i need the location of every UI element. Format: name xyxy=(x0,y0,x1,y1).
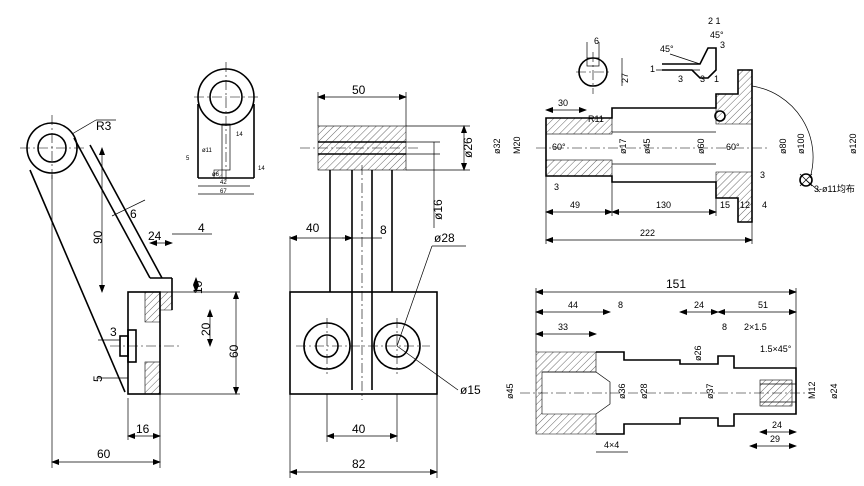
spindle-dim-24b: 24 xyxy=(772,420,782,430)
shaft-dim-45: ø45 xyxy=(642,138,652,154)
shaft-dim-15: 15 xyxy=(720,200,730,210)
keyway-dim-6: 6 xyxy=(594,36,599,46)
detail-dim-1a: 1 xyxy=(650,64,655,74)
bracket-dim-90: 90 xyxy=(91,230,105,244)
spindle-dim-29: 29 xyxy=(770,434,780,444)
spindle-dim-26: ø26 xyxy=(693,345,703,361)
fork-dim-28: ø28 xyxy=(434,231,455,245)
detail-dim-3c: 3 xyxy=(720,40,725,50)
spindle-dim-24: 24 xyxy=(694,300,704,310)
fork-dim-50: 50 xyxy=(352,83,366,97)
fork-dim-82: 82 xyxy=(352,457,366,471)
small-dim-6: ø6 xyxy=(212,172,220,178)
detail-angle-45a: 45° xyxy=(710,30,724,40)
spindle-dim-8b: 8 xyxy=(722,322,727,332)
spindle-dim-151: 151 xyxy=(666,277,686,291)
fork-dim-8: 8 xyxy=(380,223,387,237)
bracket-dim-24: 24 xyxy=(148,229,162,243)
fork-dim-16: ø16 xyxy=(431,199,445,220)
shaft-angle-60b: 60° xyxy=(726,142,740,152)
small-dim-5: 5 xyxy=(186,156,190,162)
shaft-dim-12: 12 xyxy=(740,200,750,210)
bracket-dim-16: 16 xyxy=(136,422,150,436)
shaft-r11: R11 xyxy=(588,114,604,124)
spindle-chamfer: 1.5×45° xyxy=(760,344,792,354)
keyway-section: 6 27 xyxy=(576,36,630,94)
shaft-dim-222: 222 xyxy=(640,228,655,238)
spindle-dim-8: 8 xyxy=(618,300,623,310)
spindle-dim-37: ø37 xyxy=(705,383,715,399)
detail-dim-3b: 3 xyxy=(700,74,705,84)
fork-dim-40: 40 xyxy=(306,221,320,235)
shaft-dim-120: ø120 xyxy=(848,133,858,154)
fork-dim-26: ø26 xyxy=(461,137,475,158)
bracket-dim-5: 5 xyxy=(91,375,105,382)
shaft-dim-30: 30 xyxy=(558,98,568,108)
small-dim-11: ø11 xyxy=(202,148,213,154)
bracket-label-r3: R3 xyxy=(96,119,112,133)
shaft-dim-3a: 3 xyxy=(554,182,559,192)
spindle-groove-4x4: 4×4 xyxy=(604,440,619,450)
small-dim-14b: 14 xyxy=(258,166,265,172)
shaft-dim-100: ø100 xyxy=(796,133,806,154)
fork-view: 50 ø26 ø16 8 40 ø28 ø15 40 82 xyxy=(289,83,481,478)
bracket-dim-6: 6 xyxy=(130,207,137,221)
shaft-angle-60a: 60° xyxy=(552,142,566,152)
shaft-dim-17: ø17 xyxy=(618,138,628,154)
shaft-dim-4: 4 xyxy=(762,200,767,210)
detail-dim-3a: 3 xyxy=(678,74,683,84)
detail-dim-1b: 1 xyxy=(714,74,719,84)
detail-dim-21: 2 1 xyxy=(708,16,721,26)
shaft-dim-60: ø60 xyxy=(696,138,706,154)
spindle-groove: 2×1.5 xyxy=(744,322,767,332)
fork-dim-15: ø15 xyxy=(460,383,481,397)
bracket-dim-3: 3 xyxy=(110,325,117,339)
keyway-dim-27: 27 xyxy=(620,73,630,83)
shaft-dim-32: ø32 xyxy=(492,138,502,154)
shaft-dim-3b: 3 xyxy=(760,170,765,180)
spindle-dim-45: ø45 xyxy=(505,383,515,399)
spindle-dim-28: ø28 xyxy=(639,383,649,399)
shaft-dim-49: 49 xyxy=(570,200,580,210)
fork-dim-40b: 40 xyxy=(352,422,366,436)
shaft-holes-note: 3-ø11均布 xyxy=(814,183,855,194)
detail-angle-45b: 45° xyxy=(660,44,674,54)
bracket-dim-60: 60 xyxy=(97,447,111,461)
shaft-view: 3-ø11均布 R11 30 ø32 M20 60° ø17 ø45 ø60 6… xyxy=(492,69,858,244)
small-dim-42: 42 xyxy=(220,180,227,186)
shaft-dim-130: 130 xyxy=(656,200,671,210)
spindle-dim-36: ø36 xyxy=(617,383,627,399)
bracket-dim-4: 4 xyxy=(198,221,205,235)
shaft-dim-80: ø80 xyxy=(778,138,788,154)
bracket-view: 60 16 90 60 20 10 24 4 6 R3 3 5 xyxy=(20,115,241,468)
bracket-dim-10: 10 xyxy=(191,280,205,294)
spindle-view: 151 44 8 24 51 33 8 2×1.5 1.5×45° ø45 ø3… xyxy=(505,277,839,453)
spindle-dim-33: 33 xyxy=(558,322,568,332)
spindle-dim-44: 44 xyxy=(568,300,578,310)
shaft-m20: M20 xyxy=(512,136,522,154)
bracket-dim-20: 20 xyxy=(199,322,213,336)
small-dim-67: 67 xyxy=(220,189,227,195)
spindle-dim-51: 51 xyxy=(758,300,768,310)
spindle-m12: M12 xyxy=(807,381,817,399)
spindle-dim-24d: ø24 xyxy=(829,383,839,399)
groove-detail: 2 1 45° 45° 3 3 3 1 1 xyxy=(650,16,725,84)
small-view: 14 5 ø11 ø6 42 67 14 xyxy=(186,62,265,195)
bracket-dim-60v: 60 xyxy=(227,344,241,358)
small-dim-14: 14 xyxy=(236,132,243,138)
